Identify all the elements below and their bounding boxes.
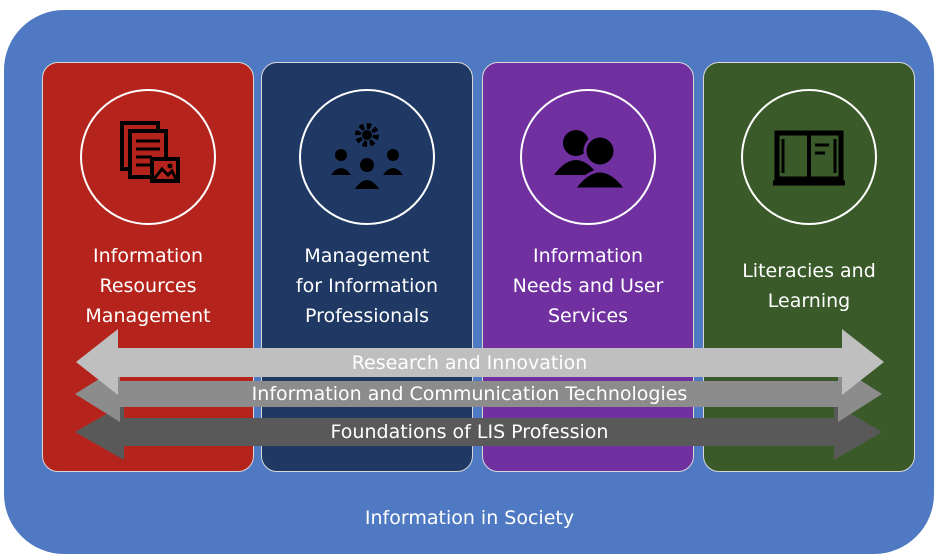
column-label: Information Needs and User Services <box>512 245 664 327</box>
column-information-resources-management: Information Resources Management <box>42 62 254 472</box>
open-book-icon <box>773 130 845 186</box>
column-icon-circle <box>520 89 656 225</box>
band-arrow-ict <box>75 366 882 422</box>
footer-information-in-society: Information in Society <box>364 507 575 529</box>
column-icon-circle <box>80 89 216 225</box>
document-image-icon <box>120 121 180 183</box>
column-icon-circle <box>299 89 435 225</box>
band-label-research-and-innovation: Research and Innovation <box>351 352 588 374</box>
band-arrow-research <box>76 329 884 395</box>
column-label: Management for Information Professionals <box>295 245 439 327</box>
team-gear-icon <box>331 123 403 189</box>
column-label: Information Resources Management <box>85 245 211 327</box>
column-icon-circle <box>741 89 877 225</box>
band-arrow-foundations <box>75 404 882 460</box>
column-label: Literacies and Learning <box>742 260 876 312</box>
band-label-foundations-of-lis-profession: Foundations of LIS Profession <box>330 421 609 443</box>
band-label-information-and-communication-technologies: Information and Communication Technologi… <box>251 383 688 405</box>
users-icon <box>554 130 629 191</box>
